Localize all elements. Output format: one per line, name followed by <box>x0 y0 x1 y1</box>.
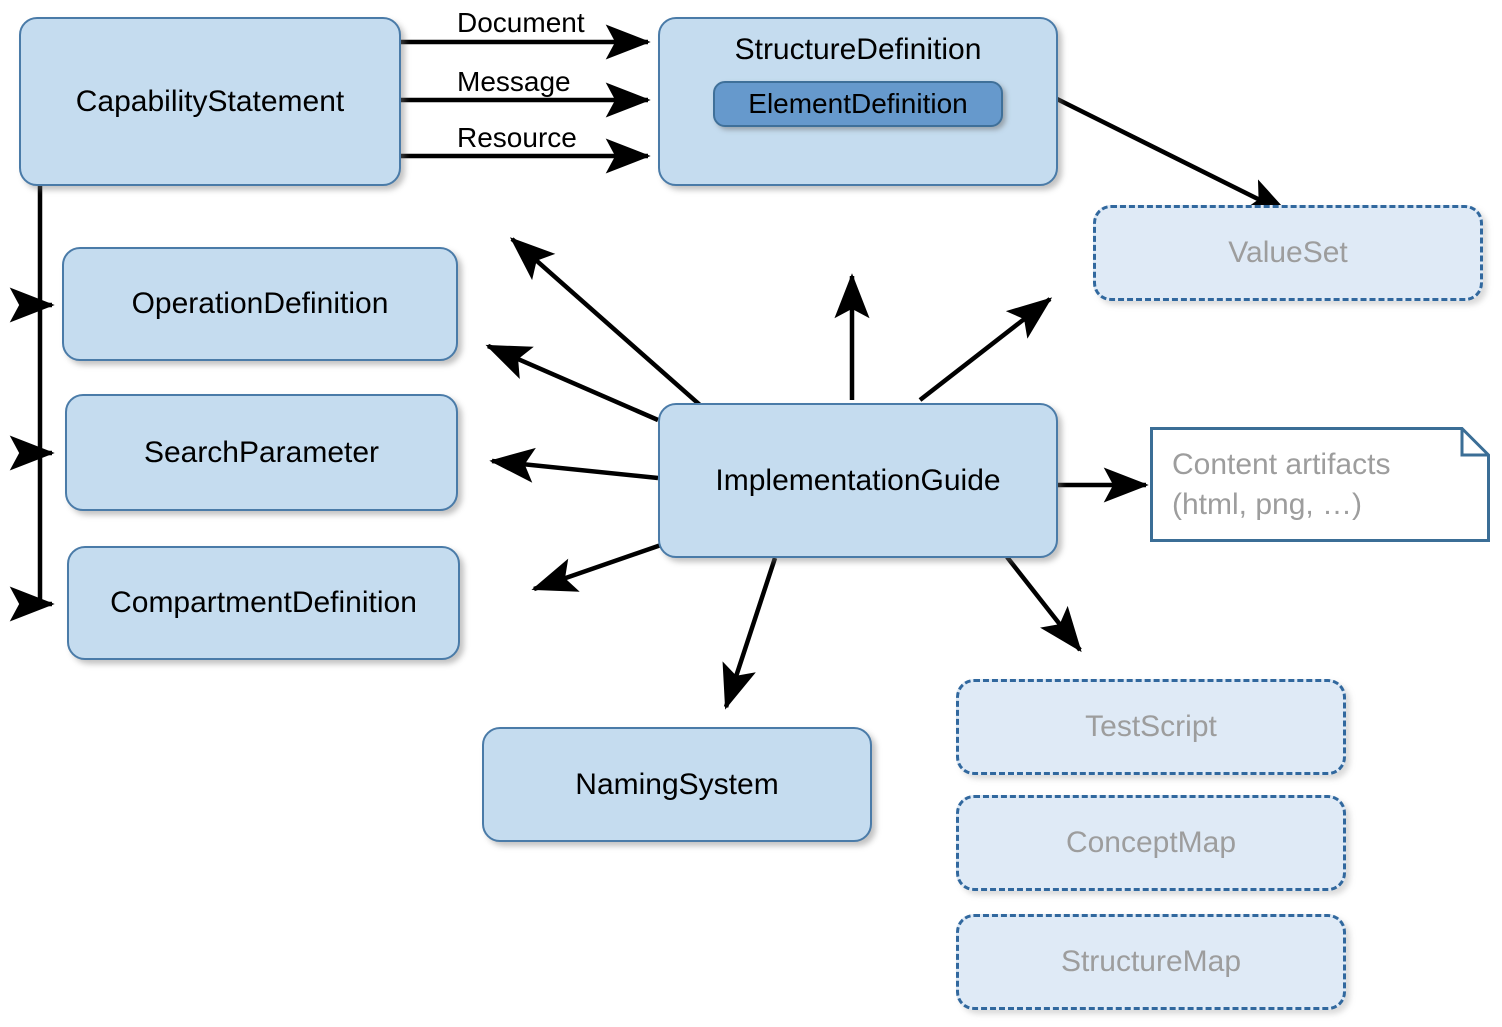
edge-ig-to-searchparameter <box>489 447 659 483</box>
note-text: Content artifacts (html, png, …) <box>1150 445 1390 524</box>
node-capability-statement[interactable]: CapabilityStatement <box>19 17 401 186</box>
node-label: ImplementationGuide <box>715 463 1001 497</box>
edge-ig-to-compartmentdefinition <box>531 542 662 592</box>
node-value-set[interactable]: ValueSet <box>1093 205 1483 301</box>
node-test-script[interactable]: TestScript <box>956 679 1346 775</box>
node-label: ElementDefinition <box>748 88 968 119</box>
edge-ig-to-testscript <box>1005 555 1082 653</box>
node-structure-definition[interactable]: StructureDefinition ElementDefinition <box>658 17 1058 186</box>
note-line-2: (html, png, …) <box>1172 487 1363 521</box>
edge-ig-to-namingsystem <box>722 557 778 710</box>
edge-capability-trunk <box>9 186 55 622</box>
edge-label-resource: Resource <box>457 122 577 153</box>
node-label: StructureDefinition <box>734 33 982 66</box>
edge-label-document: Document <box>457 7 585 38</box>
node-label: SearchParameter <box>143 435 380 469</box>
node-label: ConceptMap <box>1065 826 1237 859</box>
node-label: CapabilityStatement <box>75 84 345 118</box>
node-concept-map[interactable]: ConceptMap <box>956 795 1346 891</box>
edge-label-message: Message <box>457 66 571 97</box>
edge-ig-to-valueset <box>918 297 1053 402</box>
node-compartment-definition[interactable]: CompartmentDefinition <box>67 546 460 660</box>
node-label: ValueSet <box>1228 236 1348 269</box>
node-label: StructureMap <box>1060 945 1242 978</box>
note-line-1: Content artifacts <box>1172 447 1391 481</box>
node-operation-definition[interactable]: OperationDefinition <box>62 247 458 361</box>
node-label: OperationDefinition <box>131 287 389 320</box>
node-content-artifacts[interactable]: Content artifacts (html, png, …) <box>1150 427 1490 542</box>
note-shape <box>1150 427 1490 542</box>
node-label: CompartmentDefinition <box>110 586 417 619</box>
edge-ig-to-capability <box>509 237 702 407</box>
node-label: NamingSystem <box>575 767 779 801</box>
edge-ig-to-operationdefinition <box>485 343 659 423</box>
node-element-definition[interactable]: ElementDefinition <box>713 81 1003 127</box>
node-search-parameter[interactable]: SearchParameter <box>65 394 458 511</box>
edge-structure-to-valueset <box>1053 95 1291 217</box>
node-implementation-guide[interactable]: ImplementationGuide <box>658 403 1058 558</box>
node-naming-system[interactable]: NamingSystem <box>482 727 872 842</box>
node-label: TestScript <box>1085 710 1217 743</box>
node-structure-map[interactable]: StructureMap <box>956 914 1346 1010</box>
